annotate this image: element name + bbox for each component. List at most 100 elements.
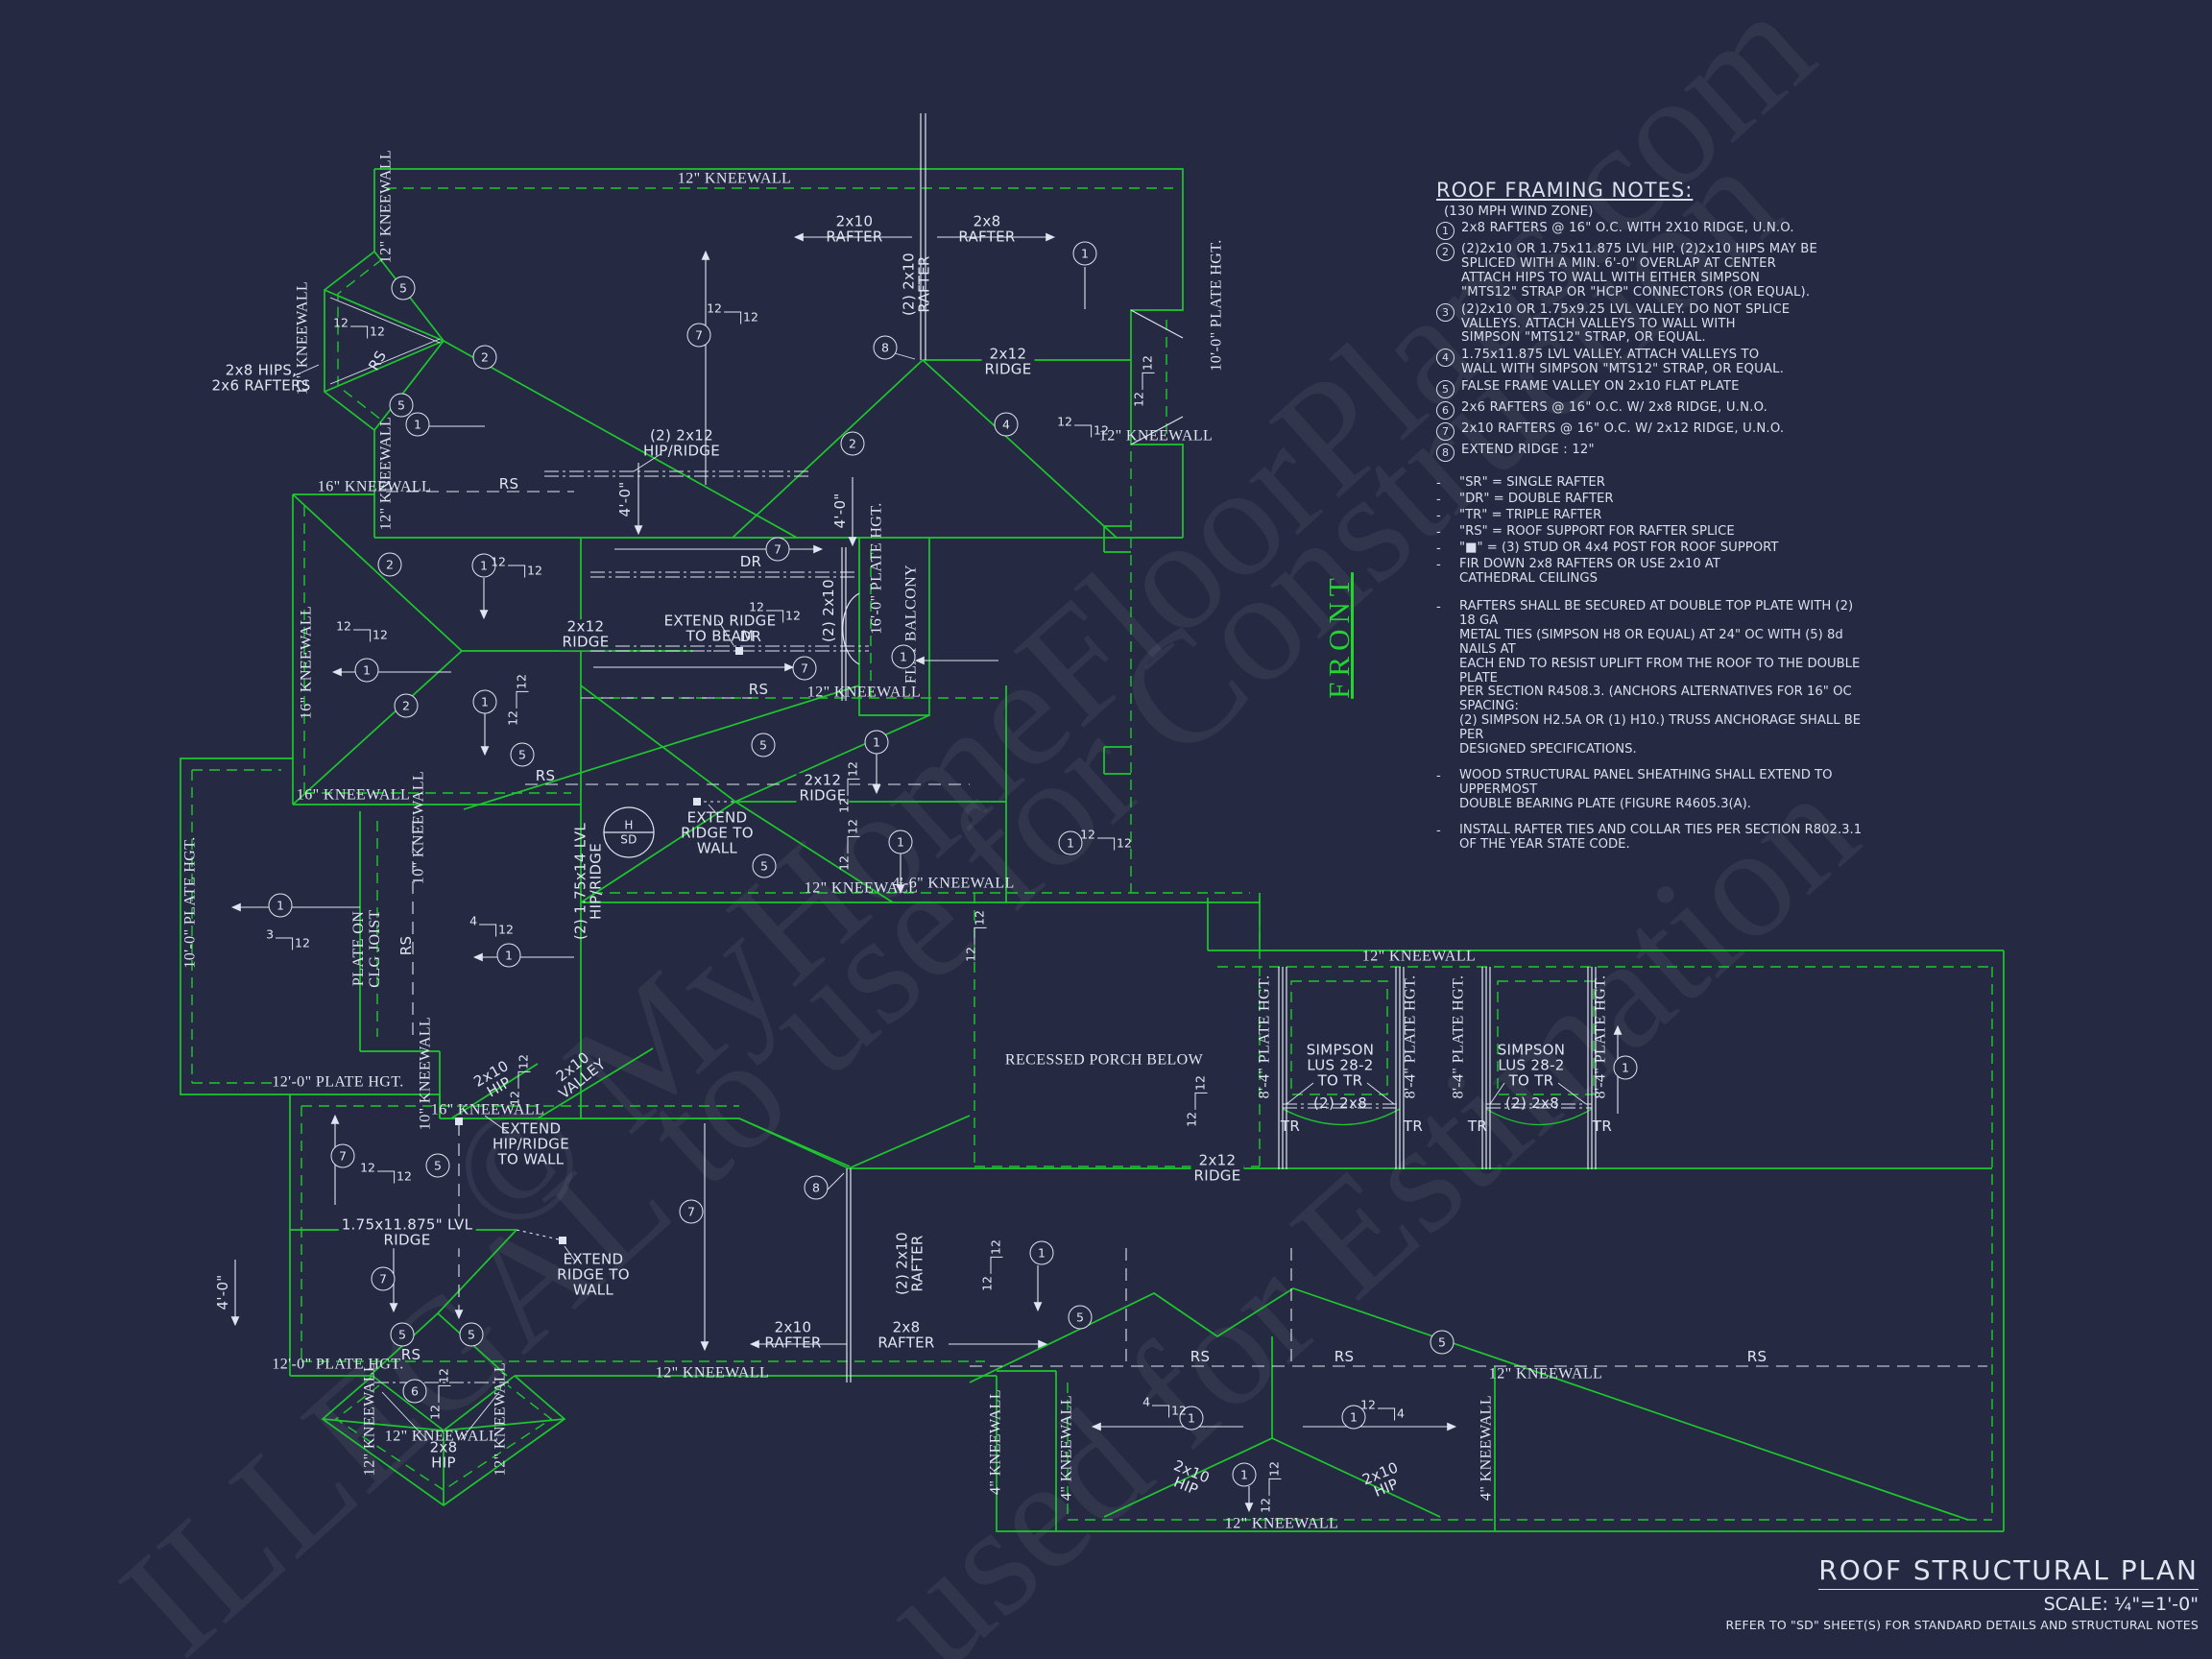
reference-bubble: 1 — [1058, 830, 1083, 855]
reference-bubble: 7 — [686, 323, 711, 348]
roof-framing-notes: ROOF FRAMING NOTES: (130 MPH WIND ZONE) … — [1436, 179, 1870, 863]
general-note-item: - RAFTERS SHALL BE SECURED AT DOUBLE TOP … — [1436, 598, 1870, 757]
reference-bubble: 1 — [888, 830, 913, 854]
legend-text: "TR" = TRIPLE RAFTER — [1459, 508, 1602, 523]
framing-note-item: 3(2)2x10 OR 1.75x9.25 LVL VALLEY. DO NOT… — [1436, 301, 1870, 347]
reference-bubble: 1 — [1179, 1406, 1204, 1431]
note-text: 1.75x11.875 LVL VALLEY. ATTACH VALLEYS T… — [1461, 348, 1785, 377]
reference-bubble: 1 — [1029, 1240, 1054, 1265]
legend-item: -"DR" = DOUBLE RAFTER — [1436, 492, 1870, 507]
legend-dash: - — [1436, 476, 1441, 492]
reference-bubble: 1 — [891, 644, 916, 669]
reference-bubble: 1 — [354, 658, 379, 683]
reference-bubble: 6 — [402, 1379, 427, 1404]
note-dash: - — [1436, 768, 1441, 783]
legend-dash: - — [1436, 558, 1441, 573]
reference-bubble: 1 — [405, 412, 430, 437]
roof-support-marker — [559, 1237, 566, 1244]
note-text: EXTEND RIDGE : 12" — [1461, 443, 1595, 458]
note-number-bubble: 5 — [1436, 380, 1455, 399]
general-note-text: INSTALL RAFTER TIES AND COLLAR TIES PER … — [1459, 822, 1863, 852]
note-text: 2x8 RAFTERS @ 16" O.C. WITH 2X10 RIDGE, … — [1461, 221, 1794, 235]
reference-bubble: 5 — [391, 276, 416, 301]
note-text: 2x6 RAFTERS @ 16" O.C. W/ 2x8 RIDGE, U.N… — [1461, 400, 1768, 416]
note-text: (2)2x10 OR 1.75x11.875 LVL HIP. (2)2x10 … — [1461, 242, 1817, 300]
legend-text: FIR DOWN 2x8 RAFTERS OR USE 2x10 AT CATH… — [1459, 557, 1720, 587]
reference-bubble: 2 — [472, 345, 497, 370]
note-number-bubble: 7 — [1436, 422, 1455, 442]
legend-item: -"SR" = SINGLE RAFTER — [1436, 475, 1870, 492]
roof-support-marker — [455, 1118, 463, 1125]
sheet-title: ROOF STRUCTURAL PLAN — [1818, 1554, 2199, 1590]
general-note-item: - INSTALL RAFTER TIES AND COLLAR TIES PER… — [1436, 822, 1870, 853]
reference-bubble: 8 — [804, 1175, 829, 1200]
reference-bubble: 1 — [1613, 1055, 1638, 1080]
reference-bubble: 5 — [510, 742, 535, 767]
reference-bubble: 2 — [840, 431, 865, 456]
note-text: (2)2x10 OR 1.75x9.25 LVL VALLEY. DO NOT … — [1461, 301, 1791, 346]
title-block: ROOF STRUCTURAL PLAN SCALE: ¼"=1'-0" REF… — [1725, 1554, 2199, 1632]
general-note-text: RAFTERS SHALL BE SECURED AT DOUBLE TOP P… — [1459, 598, 1862, 757]
legend-dash: - — [1436, 525, 1441, 541]
reference-bubble: 1 — [864, 730, 889, 755]
reference-bubble: 1 — [1341, 1405, 1366, 1430]
reference-bubble: 5 — [1068, 1305, 1093, 1330]
reference-bubble: 5 — [752, 854, 777, 878]
note-dash: - — [1436, 823, 1441, 838]
sheet-reference-note: REFER TO "SD" SHEET(S) FOR STANDARD DETA… — [1725, 1618, 2199, 1632]
reference-bubble: 5 — [1430, 1330, 1455, 1355]
legend-text: "DR" = DOUBLE RAFTER — [1459, 492, 1614, 507]
reference-bubble: 4 — [994, 412, 1019, 437]
legend-text: "■" = (3) STUD OR 4x4 POST FOR ROOF SUPP… — [1459, 541, 1779, 556]
framing-note-item: 5 FALSE FRAME VALLEY ON 2x10 FLAT PLATE — [1436, 379, 1870, 399]
legend-text: "RS" = ROOF SUPPORT FOR RAFTER SPLICE — [1459, 524, 1735, 540]
reference-bubble: 1 — [268, 893, 293, 918]
reference-bubble: 7 — [765, 537, 790, 562]
note-number-bubble: 4 — [1436, 349, 1455, 368]
reference-bubble: 1 — [496, 943, 521, 968]
general-note-item: -WOOD STRUCTURAL PANEL SHEATHING SHALL E… — [1436, 768, 1870, 812]
note-dash: - — [1436, 599, 1441, 614]
reference-bubble: 2 — [377, 552, 402, 577]
reference-bubble: 8 — [873, 335, 898, 360]
legend-item: -"■" = (3) STUD OR 4x4 POST FOR ROOF SUP… — [1436, 541, 1870, 556]
reference-bubble: 7 — [371, 1266, 396, 1291]
reference-bubble: 7 — [330, 1143, 355, 1168]
reference-bubble: 1 — [472, 689, 497, 714]
reference-bubble: 1 — [1232, 1462, 1257, 1487]
reference-bubble: 2 — [394, 693, 419, 718]
roof-support-marker — [693, 798, 701, 805]
framing-note-item: 2(2)2x10 OR 1.75x11.875 LVL HIP. (2)2x10… — [1436, 242, 1870, 301]
reference-bubble: 5 — [390, 1322, 415, 1347]
reference-bubble: 1 — [1072, 241, 1097, 266]
reference-bubble: 5 — [389, 393, 414, 418]
notes-heading: ROOF FRAMING NOTES: — [1436, 179, 1694, 202]
note-number-bubble: 1 — [1436, 222, 1455, 240]
framing-note-item: 1 2x8 RAFTERS @ 16" O.C. WITH 2X10 RIDGE,… — [1436, 221, 1870, 240]
note-text: FALSE FRAME VALLEY ON 2x10 FLAT PLATE — [1461, 379, 1740, 395]
